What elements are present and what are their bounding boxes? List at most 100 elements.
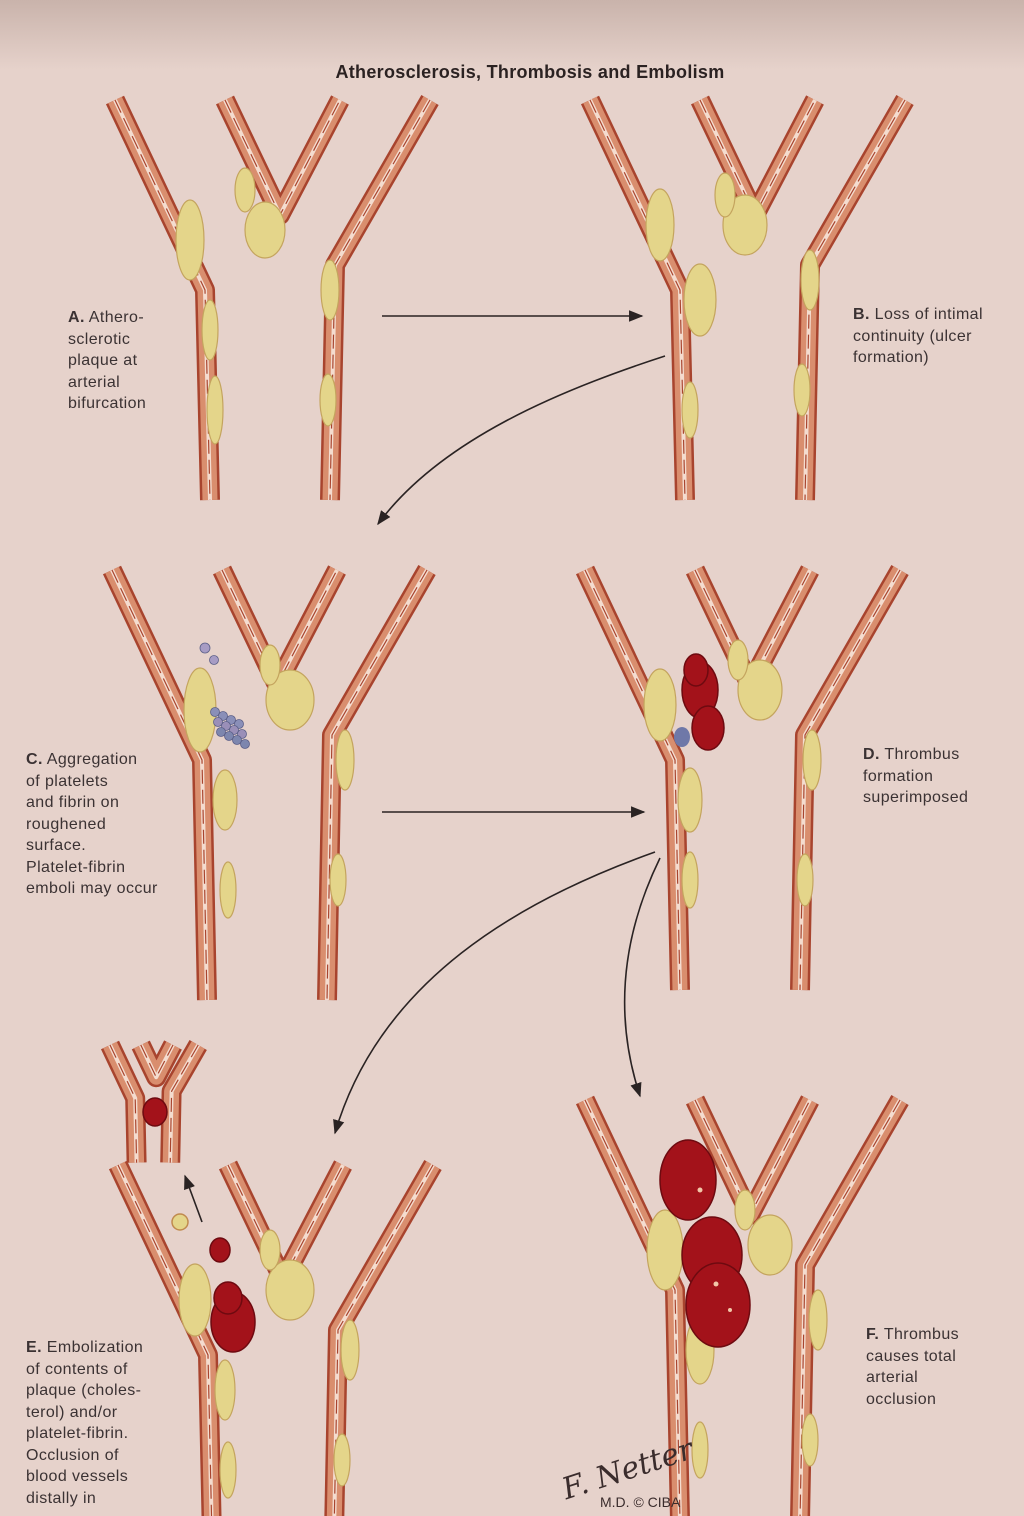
signature-mark: M.D. © CIBA [600,1494,680,1510]
caption-c-line: Aggregation [47,751,138,768]
platelet [200,643,210,653]
arrow-b-to-c [378,356,665,524]
thrombus [686,1263,750,1347]
plaque [220,1442,236,1498]
caption-d-line: Thrombus [884,746,959,763]
platelet [233,736,242,745]
caption-d: D. Thrombus formation superimposed [863,744,968,809]
plaque [682,382,698,438]
panel-b-right-wall [805,100,905,500]
thrombus [684,654,708,686]
caption-e-line: Occlusion of [26,1445,143,1467]
thrombus-highlight [714,1282,719,1287]
plaque [179,1264,211,1336]
caption-d-line: superimposed [863,787,968,809]
caption-a-letter: A. [68,309,85,326]
panel-b-left-wall [590,100,685,500]
caption-e-line: blood vessels [26,1466,143,1488]
plaque [207,376,223,444]
thrombus [143,1098,167,1126]
platelet-cluster [674,727,690,747]
plaque [320,374,336,426]
platelet [217,728,226,737]
thrombus [660,1140,716,1220]
caption-e-letter: E. [26,1339,42,1356]
plaque [235,168,255,212]
platelet [241,740,250,749]
plaque [647,1210,683,1290]
platelet [214,718,223,727]
thrombus [210,1238,230,1262]
plaque [644,669,676,741]
plaque [684,264,716,336]
caption-c: C. Aggregation of platelets and fibrin o… [26,749,158,900]
thrombus [214,1282,242,1314]
thrombus-highlight [698,1188,703,1193]
caption-b-line: continuity (ulcer [853,326,983,348]
plaque [735,1190,755,1230]
plaque [715,173,735,217]
caption-a: A. Athero- sclerotic plaque at arterial … [68,307,146,415]
arrow-d-to-f [625,858,660,1096]
panel-a-left-wall [115,100,210,500]
plaque [220,862,236,918]
panel-e-inset-crotch-wall [141,1045,173,1077]
caption-e-line: of contents of [26,1359,143,1381]
plaque [321,260,339,320]
caption-e-line: platelet-fibrin. [26,1423,143,1445]
plaque [176,200,204,280]
plaque [678,768,702,832]
caption-a-line: bifurcation [68,393,146,415]
plaque [682,852,698,908]
caption-e: E. Embolization of contents of plaque (c… [26,1337,143,1509]
platelet [210,656,219,665]
plaque [213,770,237,830]
caption-c-line: of platelets [26,771,158,793]
platelet [211,708,220,717]
caption-f-letter: F. [866,1326,879,1343]
plaque [748,1215,792,1275]
caption-f-line: arterial [866,1367,959,1389]
caption-d-letter: D. [863,746,880,763]
caption-b: B. Loss of intimal continuity (ulcer for… [853,304,983,369]
caption-c-line: surface. [26,835,158,857]
signature-suffix: M.D. [600,1494,630,1510]
plaque [202,300,218,360]
caption-f-line: causes total [866,1346,959,1368]
caption-c-letter: C. [26,751,43,768]
plaque [802,1414,818,1466]
caption-c-line: and fibrin on [26,792,158,814]
caption-a-line: arterial [68,372,146,394]
caption-a-line: sclerotic [68,329,146,351]
panel-a-right-wall [330,100,430,500]
plaque [341,1320,359,1380]
plaque [809,1290,827,1350]
signature-copyright: © CIBA [633,1494,680,1510]
caption-b-letter: B. [853,306,870,323]
panel-e-inset-left-wall [110,1045,137,1163]
plaque [801,250,819,310]
plaque [692,1422,708,1478]
page-title: Atherosclerosis, Thrombosis and Embolism [0,62,1024,83]
caption-e-line: distally in [26,1488,143,1510]
plaque [794,364,810,416]
plaque [803,730,821,790]
plaque [215,1360,235,1420]
caption-a-line: plaque at [68,350,146,372]
platelet [225,732,234,741]
caption-b-line: formation) [853,347,983,369]
caption-f-line: Thrombus [884,1326,959,1343]
caption-c-line: roughened [26,814,158,836]
panel-d-left-wall [585,570,680,990]
caption-d-line: formation [863,766,968,788]
plaque [260,1230,280,1270]
caption-c-line: emboli may occur [26,878,158,900]
caption-c-line: Platelet-fibrin [26,857,158,879]
caption-f-line: occlusion [866,1389,959,1411]
arrow-d-to-e [335,852,655,1133]
thrombus-highlight [728,1308,732,1312]
arrow-embolus-up [185,1176,202,1222]
caption-e-line: plaque (choles- [26,1380,143,1402]
cholesterol-embolus [172,1214,188,1230]
